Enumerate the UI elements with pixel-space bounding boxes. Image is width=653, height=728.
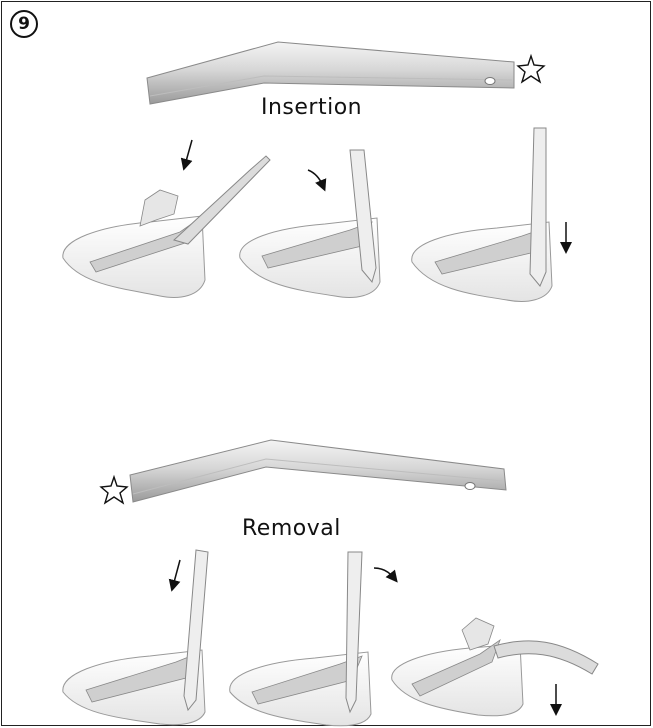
foot-removal-3	[392, 618, 598, 716]
removal-shoehorn-tool	[130, 440, 506, 502]
foot-insertion-3	[412, 128, 552, 301]
foot-insertion-2	[240, 150, 380, 297]
arrow-curved-icon	[374, 568, 394, 578]
insertion-shoehorn-tool	[147, 42, 514, 104]
foot-removal-1	[63, 550, 208, 725]
arrow-down-icon	[185, 140, 192, 165]
foot-insertion-1	[63, 156, 270, 297]
star-icon	[518, 56, 544, 82]
star-icon	[101, 477, 127, 503]
foot-removal-2	[230, 552, 371, 726]
arrow-down-icon	[173, 560, 180, 586]
arrow-curved-icon	[308, 170, 323, 186]
